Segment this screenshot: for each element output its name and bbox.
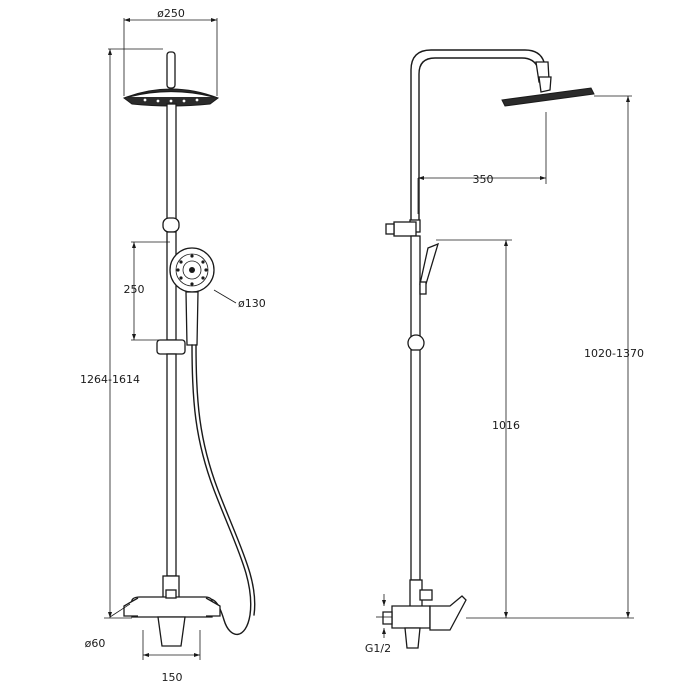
front-dimension-lines	[104, 18, 237, 660]
dim-holder-height: 1016	[492, 419, 520, 432]
dim-inlet-diameter: ø60	[85, 637, 106, 650]
mixer-front	[123, 575, 221, 647]
side-dimension-lines	[376, 95, 634, 638]
dim-inlet-spacing: 150	[162, 671, 183, 684]
hand-shower-side	[419, 242, 440, 295]
dim-hand-diameter: ø130	[238, 297, 266, 310]
dim-hand-spacing: 250	[124, 283, 145, 296]
arm-and-head-side	[410, 49, 595, 221]
riser-pipe-side	[385, 219, 425, 581]
front-view: ø250 250 ø130 1264-1614 ø60 150	[80, 7, 266, 684]
riser-pipe-front	[156, 103, 186, 577]
dim-head-diameter: ø250	[157, 7, 185, 20]
dim-head-height-right: 1020-1370	[584, 347, 644, 360]
dim-total-height-left: 1264-1614	[80, 373, 140, 386]
dim-arm-length: 350	[473, 173, 494, 186]
hose-front	[191, 344, 252, 636]
hand-shower-front	[169, 247, 215, 346]
side-view: 350 1020-1370 1016 G1/2	[365, 49, 644, 655]
dim-thread: G1/2	[365, 642, 391, 655]
rain-shower-head-front	[122, 51, 220, 107]
mixer-side	[382, 579, 467, 649]
